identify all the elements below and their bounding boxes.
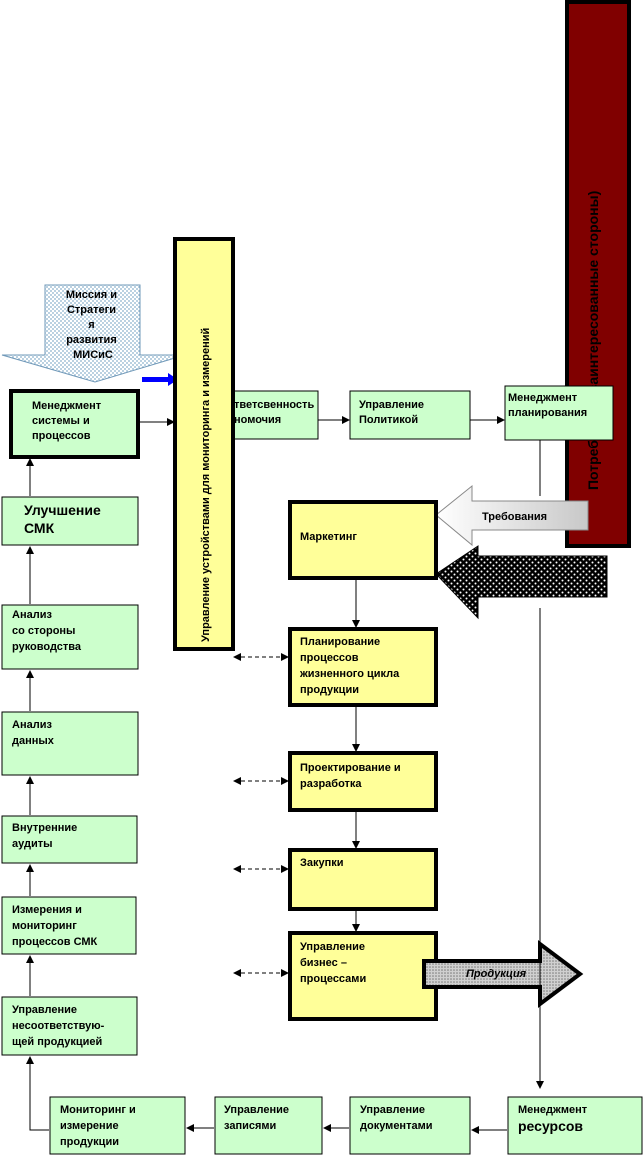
documents-box: Управление документами — [349, 1096, 471, 1155]
marketing-box: Маркетинг — [288, 500, 438, 580]
svg-text:Менеджмент системы и: Менеджмент системы и процессов — [32, 400, 104, 442]
product-label: Продукция — [466, 968, 527, 980]
svg-text:Управление записями: Управление записями — [224, 1104, 292, 1132]
improvement-box: Улучшение СМК — [1, 496, 139, 546]
stakeholders-bar-rect — [565, 0, 631, 548]
stakeholders-bar: Потребности (заинтересованные стороны) — [565, 0, 631, 548]
mission-arrow-shape — [1, 284, 186, 383]
svg-text:тветсвенность номочия: тветсвенность номочия — [234, 399, 317, 426]
records-box: Управление записями — [214, 1096, 323, 1155]
product-arrow: Продукция — [422, 940, 584, 1008]
monitoring-bar: Управление устройствами для мониторинга … — [173, 237, 235, 651]
svg-text:Менеджмент ресурсов: Менеджмент ресурсов — [518, 1100, 592, 1134]
responsibility-box: тветсвенность номочия — [231, 390, 319, 440]
data-analysis-box: Анализ данных — [1, 711, 139, 776]
requirements-label: Требования — [482, 511, 547, 523]
lifecycle-planning-box: Планирование процессов жизненного цикла … — [288, 627, 438, 707]
nonconforming-box: Управление несоответствую- щей продукцие… — [1, 996, 138, 1056]
svg-text:Проектирование и разрабо: Проектирование и разработка — [300, 762, 404, 790]
design-box: Проектирование и разработка — [288, 751, 438, 812]
policy-box: Управление Политикой — [349, 390, 471, 440]
svg-text:Маркетинг: Маркетинг — [300, 531, 357, 543]
internal-audits-box: Внутренние аудиты — [1, 815, 138, 864]
monitoring-bar-label: Управление устройствами для мониторинга … — [200, 328, 212, 642]
black-dotted-arrow — [435, 545, 608, 620]
business-box: Управление бизнес – процессами — [288, 931, 438, 1021]
mission-arrow: Миссия и Стратеги я развития МИСиС — [1, 284, 186, 383]
svg-text:Управление документами: Управление документами — [360, 1104, 432, 1132]
mission-text: Миссия и Стратеги я развития МИСиС — [66, 289, 120, 361]
svg-text:Планирование процессов: Планирование процессов жизненного цикла … — [299, 636, 402, 696]
svg-text:Управление Политикой: Управление Политикой — [359, 399, 427, 426]
svg-text:Мониторинг и измерение: Мониторинг и измерение продукции — [60, 1104, 139, 1148]
resources-box: Менеджмент ресурсов — [507, 1096, 643, 1155]
blue-arrow — [142, 373, 178, 386]
svg-text:Анализ данных: Анализ данных — [12, 719, 55, 747]
management-system-box: Менеджмент системы и процессов — [9, 389, 140, 459]
qms-monitoring-box: Измерения и мониторинг процессов СМК — [1, 896, 137, 955]
product-monitoring-box: Мониторинг и измерение продукции — [49, 1096, 186, 1155]
connectors — [26, 416, 544, 1134]
svg-text:Управление бизнес –: Управление бизнес – процессами — [300, 941, 368, 985]
svg-text:Внутренние аудиты: Внутренние аудиты — [12, 822, 80, 850]
stakeholders-label: Потребности (заинтересованные стороны) — [585, 191, 601, 490]
svg-text:Измерения и мониторинг: Измерения и мониторинг процессов СМК — [12, 904, 98, 948]
svg-text:Управление несоответству: Управление несоответствую- щей продукцие… — [12, 1004, 107, 1048]
planning-box: Менеджмент планирования — [504, 385, 614, 441]
requirements-arrow: Требования — [435, 484, 589, 547]
purchasing-box: Закупки — [288, 848, 438, 911]
mgmt-review-box: Анализ со стороны руководства — [1, 604, 139, 670]
svg-text:Менеджмент планирования: Менеджмент планирования — [508, 392, 587, 419]
svg-text:Анализ со стороны: Анализ со стороны руководства — [12, 609, 82, 653]
svg-text:Закупки: Закупки — [300, 857, 344, 869]
svg-text:Улучшение СМК: Улучшение СМК — [24, 502, 105, 536]
